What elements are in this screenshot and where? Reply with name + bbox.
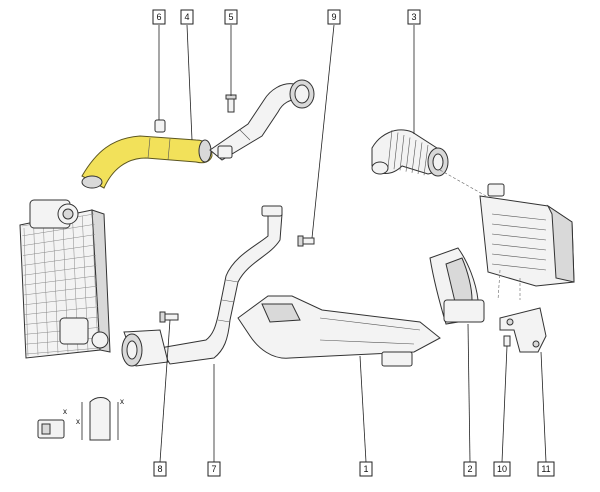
svg-text:8: 8 [157, 464, 162, 474]
svg-text:6: 6 [156, 12, 161, 22]
callout-4: 4 [180, 9, 194, 25]
bracket-11 [499, 307, 547, 353]
callout-8: 8 [153, 461, 167, 477]
svg-text:5: 5 [228, 12, 233, 22]
leader-lines [158, 24, 547, 463]
lower-intake-pipe [121, 205, 283, 367]
air-duct [237, 295, 441, 367]
svg-text:4: 4 [184, 12, 189, 22]
upper-intake-hose [81, 135, 213, 189]
inset-mark-x2: x [120, 397, 124, 406]
callout-9: 9 [327, 9, 341, 25]
bolt-8 [159, 311, 179, 323]
bolt-10 [503, 335, 511, 347]
callout-1: 1 [359, 461, 373, 477]
callout-5: 5 [224, 9, 238, 25]
svg-text:11: 11 [541, 464, 550, 474]
intercooler [19, 199, 111, 359]
svg-text:1: 1 [363, 464, 368, 474]
bolt-9 [297, 235, 315, 247]
svg-text:10: 10 [497, 464, 507, 474]
callout-10: 10 [493, 461, 511, 477]
upper-metal-pipe [209, 79, 315, 161]
svg-text:2: 2 [467, 464, 472, 474]
resonator [429, 247, 485, 325]
air-intake-hose [371, 129, 449, 177]
svg-text:3: 3 [411, 12, 416, 22]
bolt-5 [225, 94, 237, 113]
clip-detail-inset [37, 397, 119, 441]
air-filter-housing [479, 183, 575, 287]
inset-mark-x3: x [76, 417, 80, 426]
callout-3: 3 [407, 9, 421, 25]
svg-text:7: 7 [211, 464, 216, 474]
svg-text:9: 9 [331, 12, 336, 22]
callout-2: 2 [463, 461, 477, 477]
callout-7: 7 [207, 461, 221, 477]
callout-11: 11 [537, 461, 555, 477]
clip-6 [154, 119, 166, 133]
callout-6: 6 [152, 9, 166, 25]
inset-mark-x1: x [63, 407, 67, 416]
